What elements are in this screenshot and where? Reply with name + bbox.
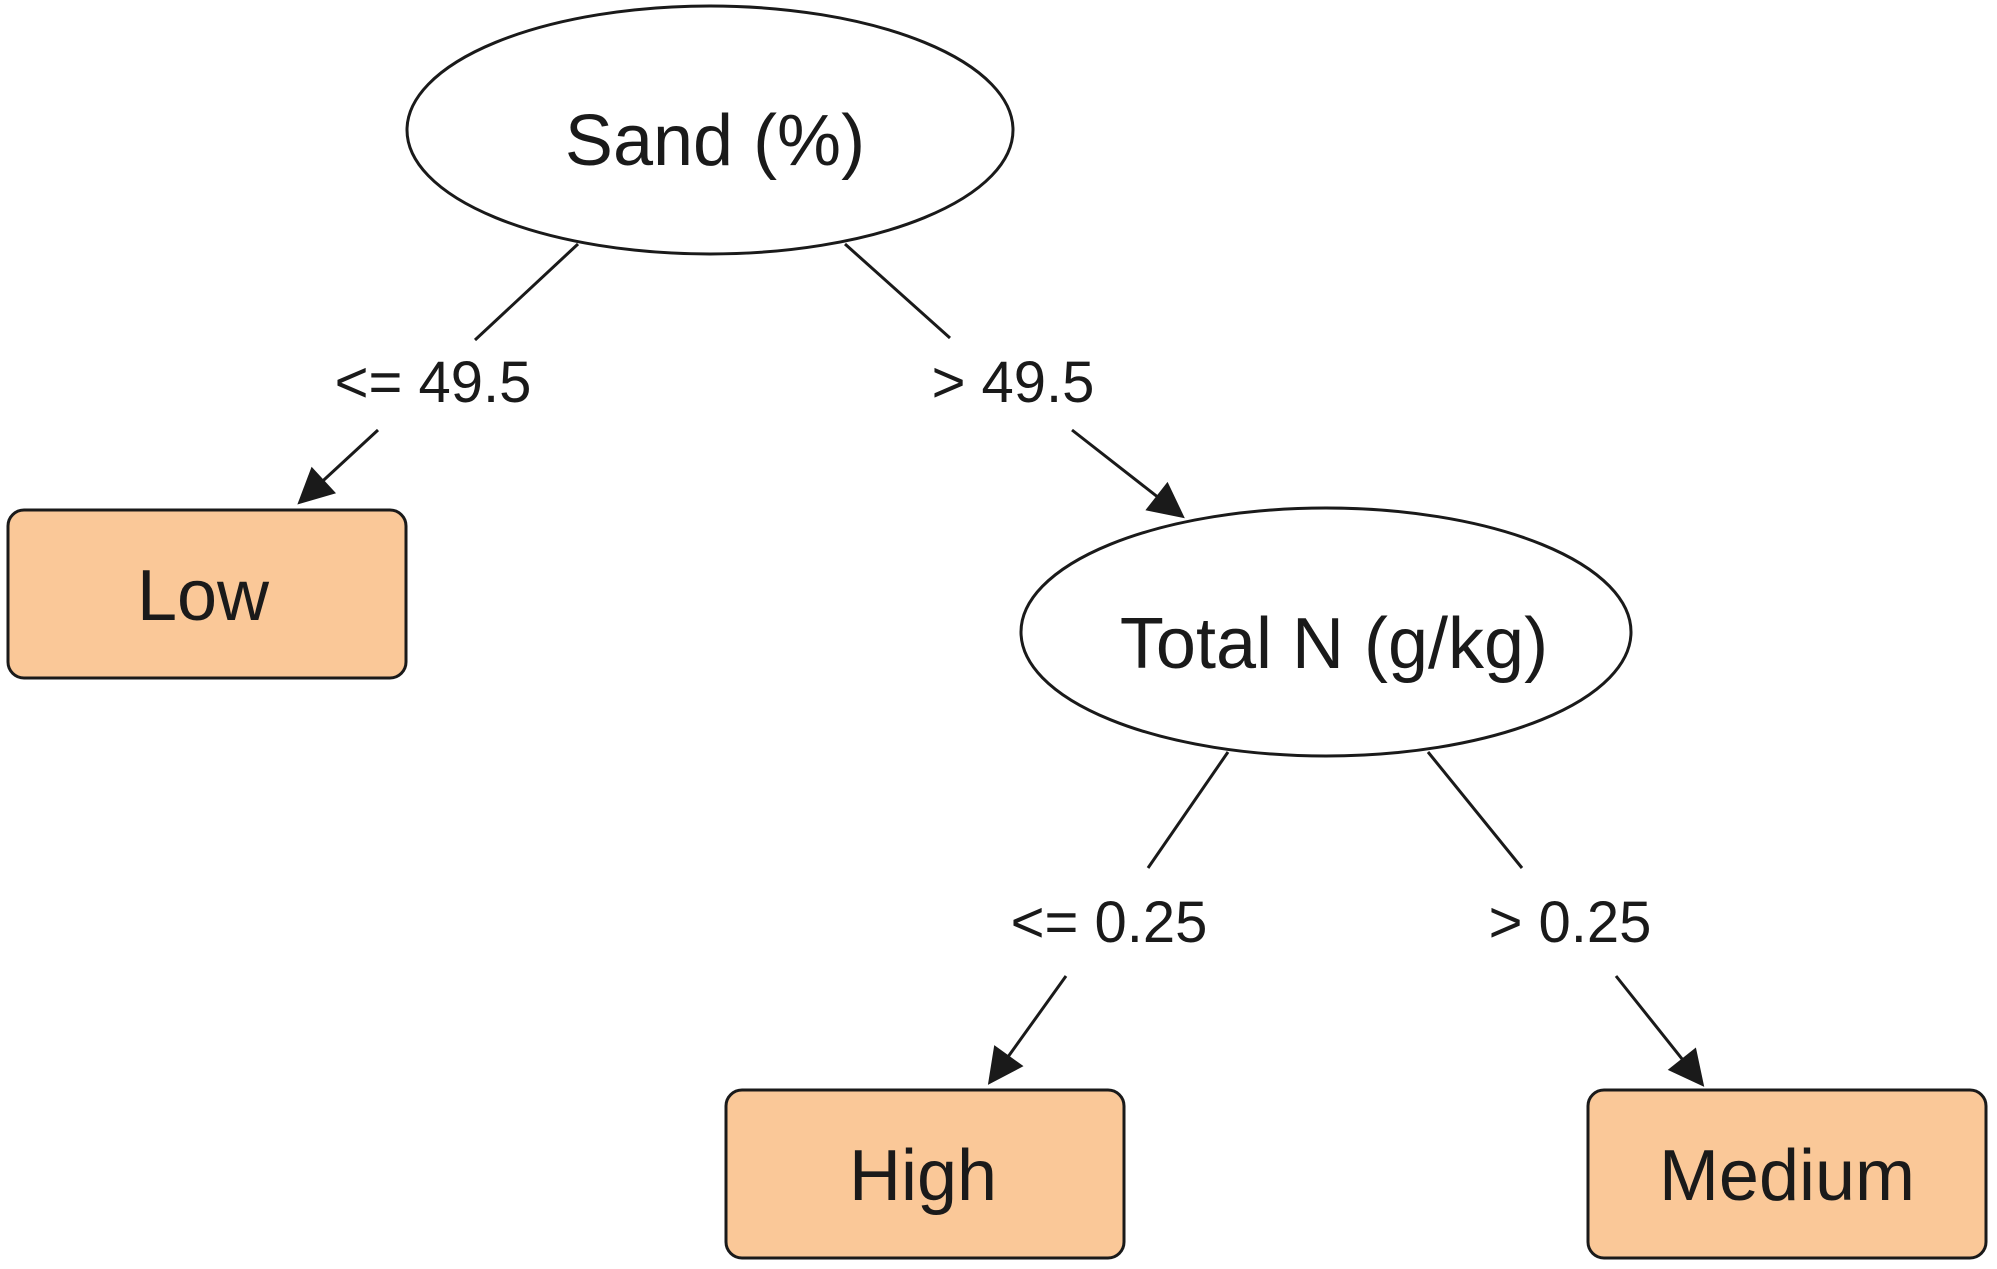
edge-label-root-right: > 49.5 [932,350,1095,415]
leaf-box-medium [1586,1088,1988,1260]
edge-totaln-to-high-lower [987,975,1068,1085]
leaf-box-low [6,508,408,680]
edge-label-totaln-right: > 0.25 [1489,890,1652,955]
edge-root-to-low-upper [473,242,580,342]
root-node-ellipse [405,4,1015,256]
leaf-node-medium: Medium [1586,1088,1988,1260]
edge-totaln-to-high-upper [1146,751,1230,869]
split-node-ellipse [1019,506,1633,758]
split-node-label: Total N (g/kg) [1120,604,1548,684]
root-node-label: Sand (%) [565,101,865,181]
leaf-node-high: High [724,1088,1126,1260]
edge-root-to-totaln-upper [843,242,952,340]
edge-root-to-totaln-lower [1071,428,1185,519]
edge-label-totaln-left: <= 0.25 [1011,890,1208,955]
leaf-label-medium: Medium [1659,1136,1915,1216]
root-node-sand: Sand (%) [405,4,1015,256]
leaf-label-high: High [849,1136,997,1216]
edge-label-root-left: <= 49.5 [335,350,532,415]
edge-totaln-to-medium-lower [1614,975,1705,1087]
edge-totaln-to-medium-upper [1426,751,1524,869]
leaf-box-high [724,1088,1126,1260]
split-node-total-n: Total N (g/kg) [1019,506,1633,758]
leaf-node-low: Low [6,508,408,680]
edge-root-to-low-lower [297,428,380,505]
leaf-label-low: Low [137,556,270,636]
